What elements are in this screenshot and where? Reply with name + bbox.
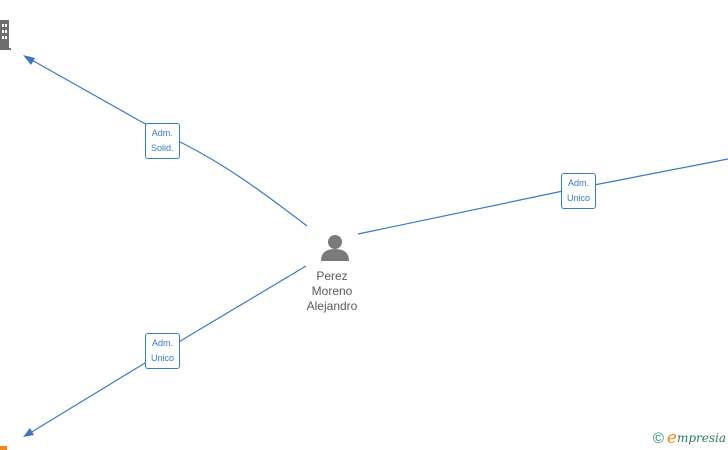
person-name-line: Alejandro: [306, 299, 358, 313]
role-label-adm-unico-bottom: Adm. Unico: [145, 333, 181, 369]
role-label-line: Unico: [151, 353, 175, 363]
brand-name: mpresia: [676, 431, 726, 445]
arrowhead-top-left: [23, 55, 35, 65]
edge-adm-unico-right: [357, 158, 728, 235]
person-icon[interactable]: [321, 235, 349, 261]
role-label-line: Adm.: [151, 128, 173, 138]
role-label-line: Solid.: [151, 143, 174, 153]
person-name[interactable]: Perez Moreno Alejandro: [287, 269, 377, 314]
person-name-line: Moreno: [311, 284, 353, 298]
empresia-logo: © e mpresia: [652, 428, 726, 448]
role-label-adm-solid: Adm. Solid.: [145, 123, 180, 159]
company-square-icon[interactable]: [0, 446, 7, 450]
copyright-symbol: ©: [652, 429, 664, 447]
edge-adm-solid: [29, 58, 308, 227]
arrowhead-bottom-left: [23, 428, 34, 437]
role-label-adm-unico-right: Adm. Unico: [561, 173, 597, 209]
person-name-line: Perez: [316, 269, 348, 283]
brand-initial: e: [666, 428, 677, 448]
role-label-line: Adm.: [152, 338, 174, 348]
role-label-line: Unico: [567, 193, 591, 203]
role-label-line: Adm.: [568, 178, 590, 188]
building-icon[interactable]: [0, 20, 11, 50]
